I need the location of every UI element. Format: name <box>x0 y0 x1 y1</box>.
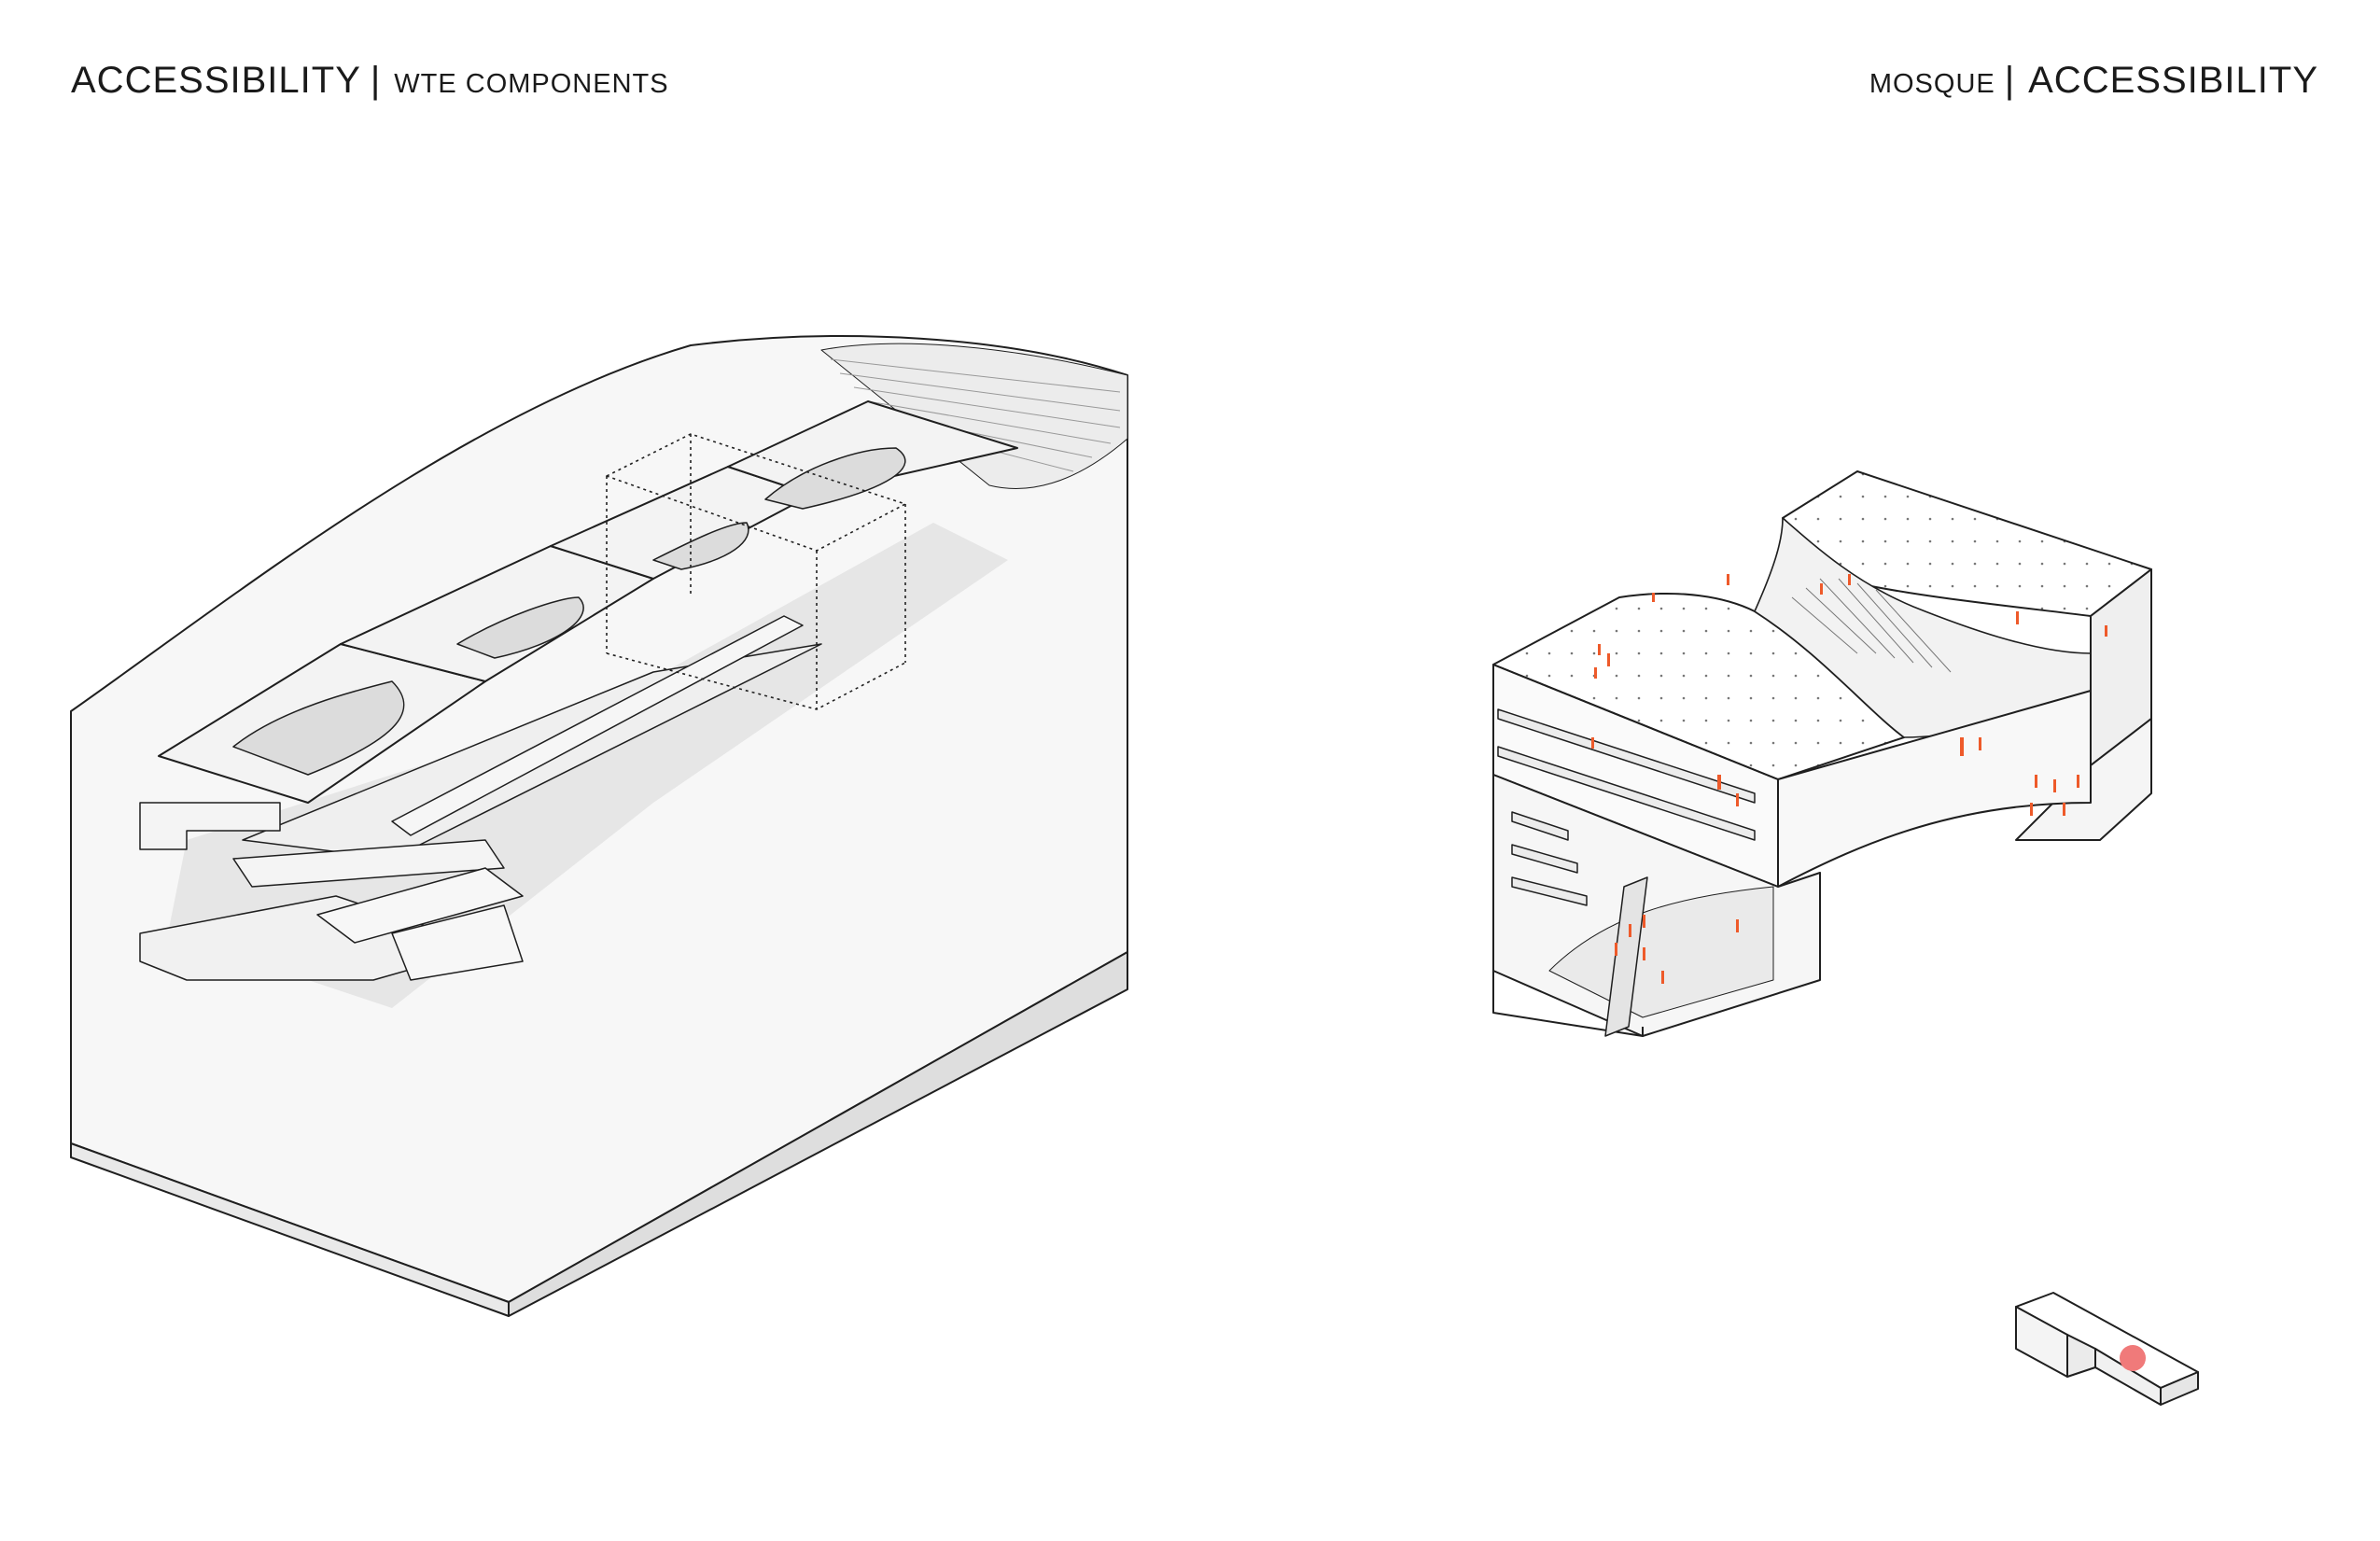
channel-hatch <box>1791 578 1952 673</box>
title-wte-components: WTE COMPONENTS <box>394 69 669 99</box>
dotted-volume <box>606 433 906 710</box>
lower-plan-2 <box>232 839 505 888</box>
mid-corridor <box>391 615 804 836</box>
page-title-right: MOSQUE | ACCESSIBILITY <box>1869 60 2318 102</box>
terrain-slope <box>820 343 1128 489</box>
mosque-bridge <box>1777 690 2092 888</box>
mosque-channel <box>1754 517 2092 738</box>
title-separator-right: | <box>2004 60 2016 101</box>
key-step <box>2066 1334 2096 1378</box>
site-key-map <box>2015 1292 2199 1406</box>
title-separator: | <box>370 60 382 101</box>
title-accessibility-right: ACCESSIBILITY <box>2028 60 2318 101</box>
terrain-side-face <box>508 951 1128 1317</box>
lower-plan-5 <box>391 904 524 981</box>
lower-plan-1 <box>139 802 281 850</box>
floor-slabs <box>1497 708 1756 906</box>
roof-void-2 <box>456 596 584 659</box>
key-location-marker <box>2120 1345 2146 1371</box>
components-shadow <box>168 523 1008 1008</box>
roof-void-1 <box>232 680 405 776</box>
people-figures <box>1591 574 2107 984</box>
title-accessibility: ACCESSIBILITY <box>71 60 361 101</box>
lower-plan-4 <box>316 867 524 944</box>
title-mosque: MOSQUE <box>1869 69 1995 99</box>
basement-slope <box>1548 886 1774 1018</box>
key-side <box>2160 1371 2199 1406</box>
page-title-left: ACCESSIBILITY| WTE COMPONENTS <box>71 60 669 102</box>
mosque-drawing <box>1492 470 2152 1037</box>
wte-components-drawing <box>70 335 1128 1317</box>
mosque-ramp <box>1604 876 1648 1037</box>
roof-void-3 <box>652 522 749 570</box>
mosque-left-wall <box>1492 665 1644 1037</box>
